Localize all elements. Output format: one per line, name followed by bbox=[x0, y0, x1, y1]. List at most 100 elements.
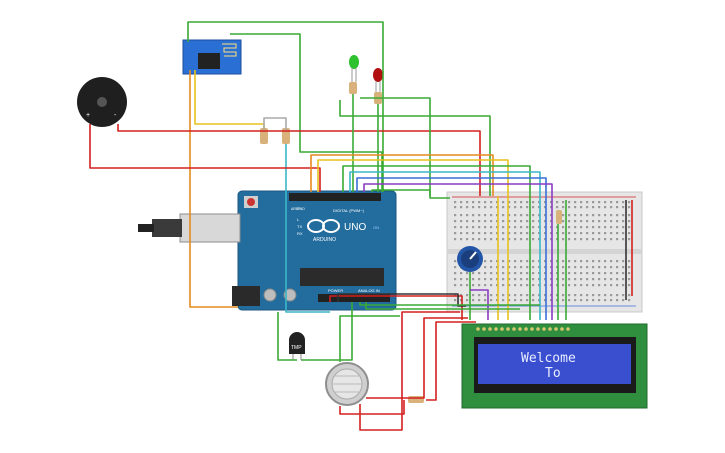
breadboard-hole bbox=[592, 214, 595, 217]
breadboard-hole bbox=[562, 206, 565, 209]
breadboard-hole bbox=[580, 232, 583, 235]
breadboard-hole bbox=[490, 220, 493, 223]
breadboard-hole bbox=[472, 299, 475, 302]
breadboard-hole bbox=[484, 299, 487, 302]
breadboard-hole bbox=[496, 206, 499, 209]
breadboard-hole bbox=[610, 284, 613, 287]
lcd-16x2-display[interactable]: Welcome To bbox=[461, 323, 648, 409]
breadboard-hole bbox=[610, 294, 613, 297]
breadboard-hole bbox=[610, 214, 613, 217]
breadboard-hole bbox=[592, 226, 595, 229]
breadboard-hole bbox=[538, 226, 541, 229]
breadboard-hole bbox=[490, 294, 493, 297]
breadboard-hole bbox=[454, 214, 457, 217]
arduino-analog-label: ANALOG IN bbox=[358, 288, 380, 293]
breadboard-hole bbox=[580, 206, 583, 209]
breadboard-hole bbox=[520, 284, 523, 287]
breadboard-hole bbox=[490, 272, 493, 275]
breadboard-hole bbox=[538, 238, 541, 241]
breadboard-hole bbox=[514, 272, 517, 275]
breadboard-hole bbox=[562, 232, 565, 235]
gas-sensor[interactable] bbox=[325, 362, 369, 406]
lcd-pin bbox=[524, 327, 528, 331]
breadboard-hole bbox=[484, 238, 487, 241]
breadboard-hole bbox=[556, 284, 559, 287]
wire-a1-green bbox=[365, 302, 520, 310]
breadboard-hole bbox=[622, 232, 625, 235]
breadboard-hole bbox=[610, 220, 613, 223]
wire-led-gnd bbox=[360, 97, 431, 196]
breadboard-hole bbox=[610, 299, 613, 302]
breadboard-hole bbox=[616, 206, 619, 209]
piezo-buzzer[interactable]: + - bbox=[77, 77, 127, 127]
breadboard-hole bbox=[466, 206, 469, 209]
wire-led-gnd-2 bbox=[339, 100, 491, 196]
breadboard-hole bbox=[628, 201, 631, 204]
breadboard-hole bbox=[562, 201, 565, 204]
breadboard-hole bbox=[526, 232, 529, 235]
arduino-uno-board[interactable]: ARDUINO UNO DIGITAL (PWM~) POWER ANALOG … bbox=[138, 190, 397, 311]
breadboard-hole bbox=[538, 214, 541, 217]
breadboard-hole bbox=[508, 201, 511, 204]
wire-d-green-2 bbox=[371, 189, 450, 199]
breadboard-hole bbox=[628, 232, 631, 235]
red-led[interactable] bbox=[373, 68, 383, 92]
esp8266-module[interactable] bbox=[182, 39, 242, 75]
breadboard-hole bbox=[454, 272, 457, 275]
breadboard-hole bbox=[496, 260, 499, 263]
breadboard-hole bbox=[610, 206, 613, 209]
breadboard-hole bbox=[544, 226, 547, 229]
breadboard-hole bbox=[484, 266, 487, 269]
breadboard-hole bbox=[454, 294, 457, 297]
breadboard-hole bbox=[508, 278, 511, 281]
breadboard-hole bbox=[628, 266, 631, 269]
breadboard-hole bbox=[586, 278, 589, 281]
breadboard-hole bbox=[508, 299, 511, 302]
breadboard-hole bbox=[610, 238, 613, 241]
breadboard-hole bbox=[586, 214, 589, 217]
wire-resistor-link bbox=[263, 117, 287, 130]
breadboard-hole bbox=[460, 232, 463, 235]
breadboard-hole bbox=[532, 272, 535, 275]
breadboard-hole bbox=[556, 278, 559, 281]
temperature-sensor[interactable]: TMP bbox=[289, 332, 305, 360]
potentiometer[interactable] bbox=[457, 246, 483, 272]
green-led[interactable] bbox=[349, 55, 359, 82]
breadboard-hole bbox=[484, 272, 487, 275]
breadboard-hole bbox=[466, 220, 469, 223]
breadboard-hole bbox=[550, 260, 553, 263]
breadboard-hole bbox=[478, 284, 481, 287]
breadboard-hole bbox=[466, 201, 469, 204]
breadboard-hole bbox=[496, 226, 499, 229]
breadboard-hole bbox=[550, 232, 553, 235]
breadboard-hole bbox=[544, 272, 547, 275]
wire-purple-rail bbox=[470, 289, 489, 320]
wire-esp-green bbox=[187, 21, 384, 192]
wire-buzzer-red-2 bbox=[117, 124, 481, 196]
breadboard-hole bbox=[568, 206, 571, 209]
wire-5v-red bbox=[329, 295, 463, 320]
breadboard-hole bbox=[508, 272, 511, 275]
breadboard-hole bbox=[616, 299, 619, 302]
breadboard-hole bbox=[568, 266, 571, 269]
breadboard-hole bbox=[532, 266, 535, 269]
breadboard-hole bbox=[574, 201, 577, 204]
breadboard-hole bbox=[586, 266, 589, 269]
breadboard-hole bbox=[580, 266, 583, 269]
breadboard-hole bbox=[598, 294, 601, 297]
breadboard-hole bbox=[556, 260, 559, 263]
breadboard-hole bbox=[502, 238, 505, 241]
breadboard-hole bbox=[478, 272, 481, 275]
breadboard-hole bbox=[454, 284, 457, 287]
breadboard-hole bbox=[484, 201, 487, 204]
breadboard-hole bbox=[526, 206, 529, 209]
breadboard-hole bbox=[520, 220, 523, 223]
breadboard-hole bbox=[550, 238, 553, 241]
breadboard-hole bbox=[628, 284, 631, 287]
breadboard-hole bbox=[568, 226, 571, 229]
breadboard-hole bbox=[460, 284, 463, 287]
breadboard-hole bbox=[568, 238, 571, 241]
wire-a0-green bbox=[359, 302, 540, 306]
breadboard-hole bbox=[514, 226, 517, 229]
